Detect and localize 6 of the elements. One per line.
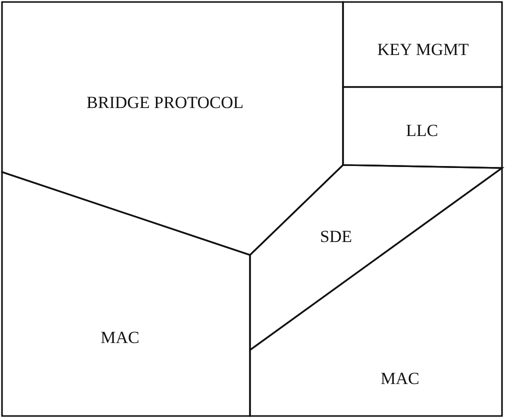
layer-label: MAC: [380, 369, 420, 389]
layer-label: BRIDGE PROTOCOL: [86, 93, 244, 113]
layer-label: LLC: [406, 121, 438, 141]
layer-label: SDE: [320, 227, 352, 247]
layer-label: KEY MGMT: [377, 40, 469, 60]
layer-label: MAC: [100, 328, 140, 348]
